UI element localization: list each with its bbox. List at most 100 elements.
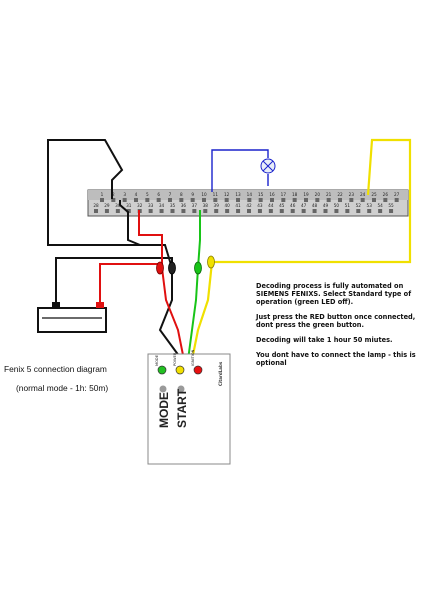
top-pin bbox=[111, 198, 116, 202]
top-pin-label: 2 bbox=[112, 192, 115, 197]
top-pin bbox=[372, 198, 376, 202]
top-pin-label: 13 bbox=[235, 192, 241, 197]
yellow-clip bbox=[207, 255, 215, 269]
green-wire bbox=[187, 210, 201, 361]
bottom-pin bbox=[334, 209, 339, 213]
top-pin bbox=[349, 198, 354, 202]
bottom-pin bbox=[126, 209, 131, 213]
bottom-pin-label: 55 bbox=[388, 203, 394, 208]
bottom-pin bbox=[148, 209, 153, 213]
top-pin-label: 27 bbox=[394, 192, 400, 197]
bottom-pin-label: 44 bbox=[268, 203, 274, 208]
top-pin bbox=[168, 198, 172, 202]
top-pin-label: 21 bbox=[326, 192, 332, 197]
bottom-pin bbox=[356, 209, 361, 213]
top-pin bbox=[213, 198, 218, 202]
red-wire-battery bbox=[99, 263, 160, 310]
top-pin-label: 5 bbox=[146, 192, 149, 197]
top-pin-label: 4 bbox=[135, 192, 138, 197]
black-wire-pin21 bbox=[119, 200, 141, 246]
top-pin bbox=[292, 198, 297, 202]
bottom-pin-label: 43 bbox=[257, 203, 263, 208]
bottom-pin-label: 47 bbox=[301, 203, 307, 208]
bottom-pin bbox=[115, 209, 120, 213]
bottom-pin bbox=[301, 209, 306, 213]
bottom-pin-label: 40 bbox=[224, 203, 230, 208]
brand-label: CitardLabs bbox=[218, 361, 223, 386]
top-pin-label: 25 bbox=[371, 192, 377, 197]
top-pin-label: 8 bbox=[180, 192, 183, 197]
bottom-pin bbox=[225, 209, 230, 213]
top-pin-label: 16 bbox=[269, 192, 275, 197]
bottom-pin bbox=[268, 209, 273, 213]
mode-label: MODE bbox=[157, 392, 171, 428]
top-pin-label: 15 bbox=[258, 192, 264, 197]
bottom-pin bbox=[236, 209, 241, 213]
bottom-pin-label: 38 bbox=[203, 203, 209, 208]
bottom-pin bbox=[389, 209, 394, 213]
top-pin-label: 26 bbox=[383, 192, 389, 197]
ignition-led bbox=[193, 365, 203, 375]
top-pin bbox=[202, 198, 206, 202]
bottom-pin-label: 53 bbox=[367, 203, 373, 208]
bottom-pin-label: 50 bbox=[334, 203, 340, 208]
black-wire-loop bbox=[47, 139, 173, 269]
battery-icon bbox=[37, 302, 107, 333]
bottom-pin bbox=[345, 209, 350, 213]
top-pin bbox=[383, 198, 388, 202]
bottom-pin bbox=[94, 209, 98, 213]
red-clip bbox=[156, 261, 164, 275]
top-pin bbox=[100, 198, 104, 202]
bottom-pin bbox=[378, 209, 383, 213]
top-pin bbox=[179, 198, 184, 202]
bottom-pin bbox=[257, 209, 262, 213]
top-pin-label: 18 bbox=[292, 192, 298, 197]
top-pin-label: 17 bbox=[281, 192, 287, 197]
note-duration: Decoding will take 1 hour 50 miutes. bbox=[256, 336, 393, 344]
top-pin-label: 11 bbox=[213, 192, 219, 197]
top-pin-label: 7 bbox=[169, 192, 172, 197]
top-pin-label: 24 bbox=[360, 192, 366, 197]
top-pin-label: 9 bbox=[191, 192, 194, 197]
top-pin-label: 14 bbox=[247, 192, 253, 197]
bottom-pin-label: 30 bbox=[115, 203, 121, 208]
bottom-pin-label: 34 bbox=[159, 203, 165, 208]
bottom-pin bbox=[367, 209, 372, 213]
top-pin-label: 12 bbox=[224, 192, 230, 197]
black-wire-to-box bbox=[158, 268, 183, 361]
start-label: START bbox=[175, 388, 189, 428]
bottom-pin-label: 29 bbox=[104, 203, 110, 208]
diagram-title: Fenix 5 connection diagram bbox=[4, 364, 107, 374]
bottom-pin-label: 49 bbox=[323, 203, 329, 208]
decoder-device: MODE START MODE POWER IGNITION CitardLab… bbox=[147, 349, 231, 465]
bottom-pin bbox=[170, 209, 175, 213]
blue-wire bbox=[211, 149, 269, 192]
top-pin-label: 22 bbox=[337, 192, 343, 197]
bottom-pin bbox=[159, 209, 164, 213]
bottom-pin-label: 33 bbox=[148, 203, 154, 208]
bottom-pin-label: 31 bbox=[126, 203, 132, 208]
top-pin bbox=[338, 198, 342, 202]
bottom-pin-label: 46 bbox=[290, 203, 296, 208]
bottom-pin-label: 32 bbox=[137, 203, 143, 208]
bottom-pin bbox=[279, 209, 284, 213]
bottom-pin-label: 36 bbox=[181, 203, 187, 208]
bottom-pin-label: 42 bbox=[246, 203, 252, 208]
top-pin-label: 10 bbox=[201, 192, 207, 197]
top-pin-label: 19 bbox=[303, 192, 309, 197]
top-pin bbox=[326, 198, 331, 202]
bottom-pin-label: 37 bbox=[192, 203, 198, 208]
top-pin bbox=[315, 198, 320, 202]
bottom-pin bbox=[192, 209, 197, 213]
top-pin-label: 3 bbox=[123, 192, 126, 197]
top-pin bbox=[281, 198, 286, 202]
bottom-pin bbox=[181, 209, 186, 213]
bottom-pin-label: 51 bbox=[345, 203, 351, 208]
top-pin bbox=[360, 198, 365, 202]
bottom-pin bbox=[312, 209, 317, 213]
bottom-pin-label: 54 bbox=[377, 203, 383, 208]
top-pin bbox=[145, 198, 150, 202]
diagram-subtitle: (normal mode - 1h: 50m) bbox=[16, 383, 109, 393]
top-pin-label: 20 bbox=[315, 192, 321, 197]
